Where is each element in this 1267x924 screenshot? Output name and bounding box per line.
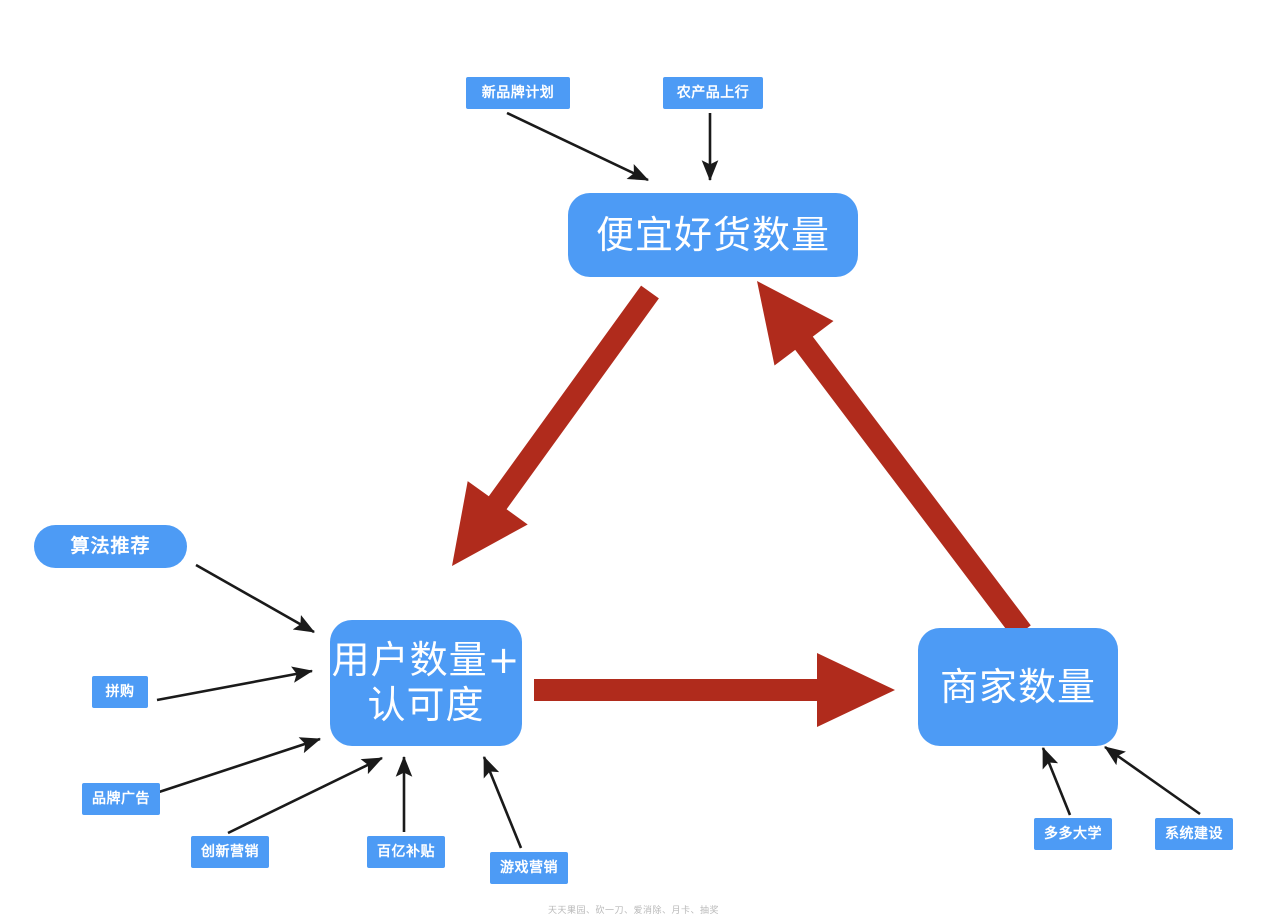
node-label: 算法推荐 (70, 535, 151, 558)
thin-arrow-algo-to-users (195, 563, 315, 634)
tag-game-marketing[interactable]: 游戏营销 (490, 852, 568, 884)
tag-label: 农产品上行 (676, 84, 750, 101)
footnote-text: 天天果园、砍一刀、爱消除、月卡、抽奖 (547, 906, 719, 916)
tag-label: 百亿补贴 (377, 843, 435, 860)
tag-label: 系统建设 (1165, 825, 1223, 842)
tag-label: 新品牌计划 (481, 84, 555, 101)
tag-subsidy[interactable]: 百亿补贴 (367, 836, 445, 868)
tag-agri-upstream[interactable]: 农产品上行 (663, 77, 763, 109)
node-label: 用户数量+ 认可度 (331, 638, 521, 727)
node-merchants[interactable]: 商家数量 (918, 628, 1118, 746)
tag-label: 多多大学 (1044, 825, 1102, 842)
tag-duoduo-univ[interactable]: 多多大学 (1034, 818, 1112, 850)
node-label: 商家数量 (939, 664, 1096, 709)
tag-label: 拼购 (105, 683, 135, 700)
thick-arrow-goods-to-users (452, 285, 659, 566)
tag-label: 品牌广告 (92, 790, 150, 807)
node-algo[interactable]: 算法推荐 (34, 525, 187, 568)
tag-label: 游戏营销 (500, 859, 558, 876)
thick-arrow-users-to-merchants (534, 653, 895, 727)
thin-arrow-game-marketing-to-users (482, 756, 523, 849)
tag-brand-ads[interactable]: 品牌广告 (82, 783, 160, 815)
thin-arrow-group-buy-to-users (156, 666, 314, 702)
node-label: 便宜好货数量 (595, 212, 830, 257)
thin-arrow-duoduo-univ-to-merchants (1041, 747, 1072, 816)
thin-arrow-new-brand-plan-to-goods (506, 111, 649, 182)
tag-innov-marketing[interactable]: 创新营销 (191, 836, 269, 868)
tag-group-buy[interactable]: 拼购 (92, 676, 148, 708)
thin-arrow-brand-ads-to-users (155, 737, 321, 795)
node-users[interactable]: 用户数量+ 认可度 (330, 620, 522, 746)
thin-arrow-innov-marketing-to-users (227, 756, 383, 835)
tag-label: 创新营销 (201, 843, 259, 860)
node-goods[interactable]: 便宜好货数量 (568, 193, 858, 277)
tag-new-brand-plan[interactable]: 新品牌计划 (466, 77, 570, 109)
tag-system-build[interactable]: 系统建设 (1155, 818, 1233, 850)
thin-arrow-system-build-to-merchants (1104, 745, 1201, 816)
thick-arrow-merchants-to-goods (757, 281, 1031, 639)
